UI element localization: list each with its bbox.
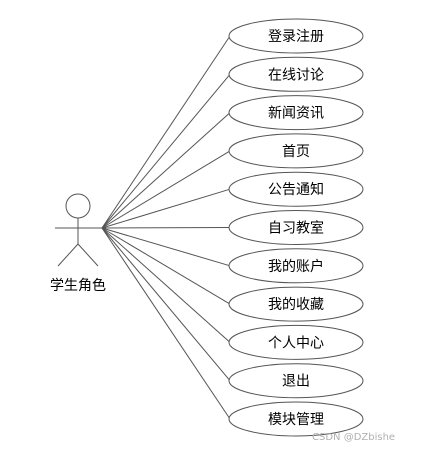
use-case: 公告通知 xyxy=(228,171,364,207)
association-line xyxy=(101,112,231,229)
use-case: 模块管理 xyxy=(228,401,364,437)
association-line xyxy=(101,227,231,305)
actor-right-leg xyxy=(77,243,99,267)
use-case-ellipse xyxy=(228,171,364,207)
use-case: 我的收藏 xyxy=(228,286,364,322)
actor-figure: 学生角色 xyxy=(50,193,106,294)
association-line xyxy=(101,188,231,229)
use-case-label: 公告通知 xyxy=(268,181,324,198)
use-case-label: 我的账户 xyxy=(268,258,324,275)
use-case-label: 登录注册 xyxy=(268,29,324,45)
use-case-label: 我的收藏 xyxy=(268,297,324,313)
actor-left-leg xyxy=(57,243,79,267)
use-case: 新闻资讯 xyxy=(228,95,364,131)
association-line xyxy=(101,150,231,229)
association-line xyxy=(101,227,231,420)
actor-head xyxy=(65,193,91,219)
use-case-ellipse xyxy=(228,401,364,437)
use-case: 自习教室 xyxy=(228,210,364,245)
use-case: 登录注册 xyxy=(228,18,364,54)
association-line xyxy=(101,35,231,229)
association-line xyxy=(101,227,231,382)
association-line xyxy=(101,227,231,229)
association-line xyxy=(101,227,231,343)
use-case-ellipse xyxy=(228,286,364,322)
use-case: 个人中心 xyxy=(228,324,364,360)
use-case-ellipse xyxy=(228,363,364,399)
use-case: 我的账户 xyxy=(228,248,364,284)
use-case-label: 自习教室 xyxy=(268,220,324,237)
association-lines xyxy=(101,35,231,420)
association-line xyxy=(101,227,231,267)
watermark-text: CSDN @DZbishe xyxy=(312,432,396,443)
use-case-label: 在线讨论 xyxy=(268,67,324,83)
use-case-label: 退出 xyxy=(282,374,310,390)
use-case-label: 首页 xyxy=(282,144,310,160)
use-case-label: 新闻资讯 xyxy=(268,106,324,122)
use-case-ellipse xyxy=(228,133,364,169)
use-case-ellipse xyxy=(228,324,364,360)
use-case-ellipse xyxy=(228,95,364,131)
use-case: 首页 xyxy=(228,133,364,169)
use-case-label: 模块管理 xyxy=(268,412,324,428)
actor-label: 学生角色 xyxy=(50,277,106,294)
association-line xyxy=(101,73,231,229)
use-case: 退出 xyxy=(228,363,364,399)
use-case: 在线讨论 xyxy=(228,56,364,92)
use-case-ellipse xyxy=(228,18,364,54)
use-case-ellipse xyxy=(228,210,364,245)
use-case-label: 个人中心 xyxy=(268,335,324,351)
use-case-ellipse xyxy=(228,56,364,92)
use-case-ellipse xyxy=(228,248,364,284)
